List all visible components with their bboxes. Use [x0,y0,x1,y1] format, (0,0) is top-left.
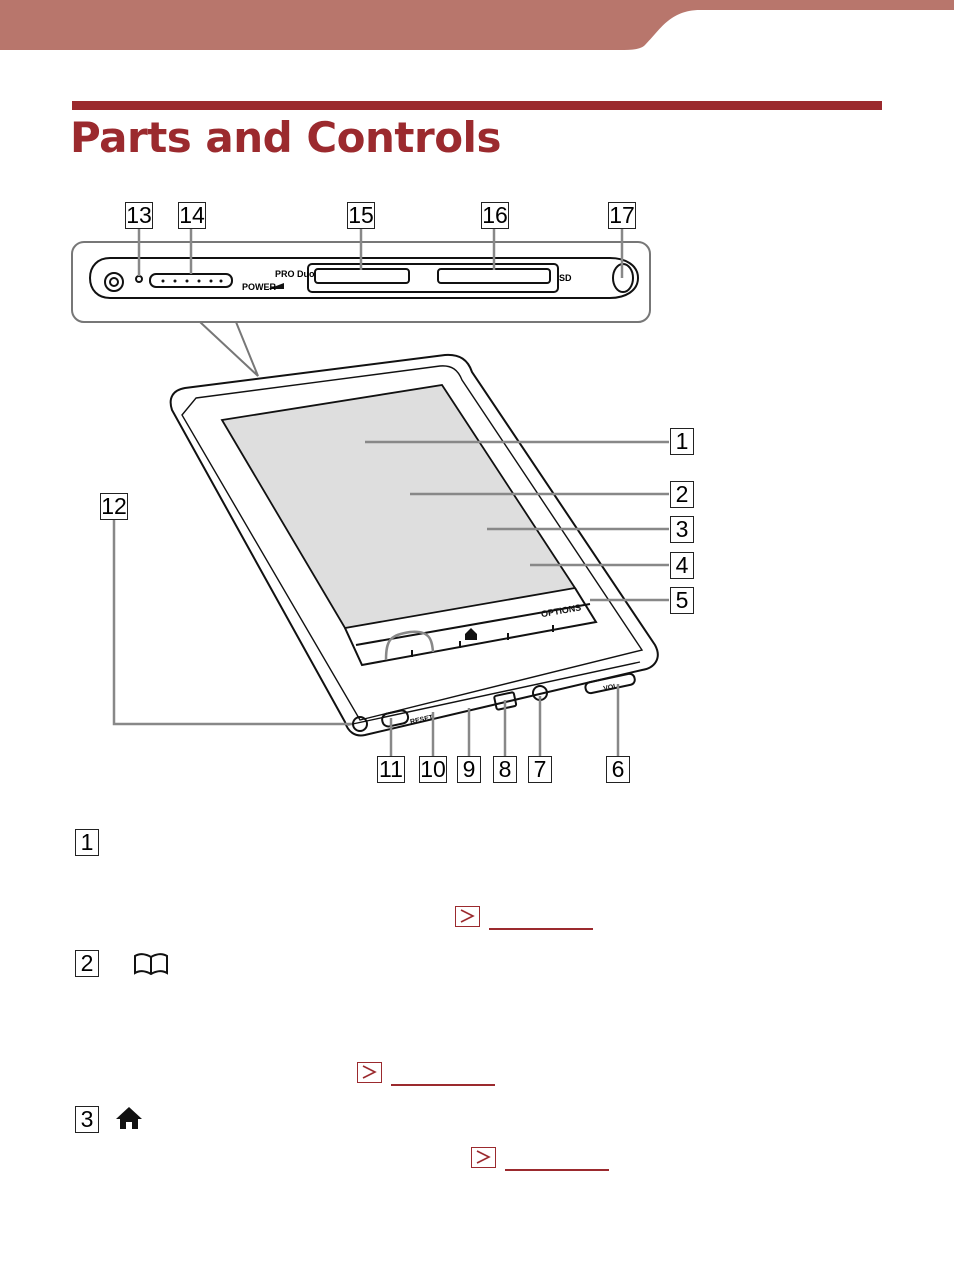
page-title: Parts and Controls [70,113,501,162]
callout-14: 14 [178,202,206,229]
arrow-right-icon [357,1062,382,1083]
title-rule [72,101,882,110]
callout-10: 10 [419,756,447,783]
reader-illustration: PRO Duo POWER SD OPTIONS RESET VOL [71,229,669,758]
desc-2-number: 2 [75,950,99,977]
link-underline [505,1169,609,1171]
arrow-right-icon [455,906,480,927]
options-label: OPTIONS [540,602,582,619]
desc-1-number: 1 [75,829,99,856]
desc-3-see-link[interactable] [471,1147,611,1171]
desc-3-number: 3 [75,1106,99,1133]
callout-8: 8 [493,756,517,783]
link-underline [489,928,593,930]
pro-duo-label: PRO Duo [275,269,315,279]
arrow-right-icon [471,1147,496,1168]
callout-7: 7 [528,756,552,783]
desc-2-see-link[interactable] [357,1062,497,1086]
callout-2: 2 [670,481,694,508]
sd-label: SD [559,273,572,283]
link-underline [391,1084,495,1086]
book-icon [130,951,172,982]
callout-13: 13 [125,202,153,229]
callout-1: 1 [670,428,694,455]
vol-label: VOL [603,683,619,693]
callout-15: 15 [347,202,375,229]
callout-11: 11 [377,756,405,783]
callout-6: 6 [606,756,630,783]
callout-17: 17 [608,202,636,229]
device-diagram: PRO Duo POWER SD OPTIONS RESET VOL [0,190,954,795]
callout-9: 9 [457,756,481,783]
callout-5: 5 [670,587,694,614]
reset-label: RESET [410,714,435,726]
home-icon [114,1105,144,1136]
desc-1-see-link[interactable] [455,906,595,930]
callout-3: 3 [670,516,694,543]
power-label: POWER [242,282,277,292]
header-band [0,0,954,50]
callout-4: 4 [670,552,694,579]
callout-12: 12 [100,493,128,520]
callout-16: 16 [481,202,509,229]
home-button-icon [465,628,477,640]
